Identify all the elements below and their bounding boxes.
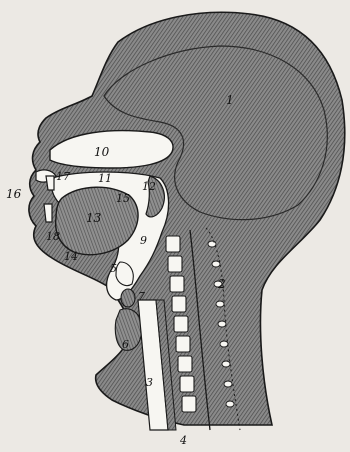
label-6: 6 [122,338,129,351]
label-16: 16 [6,187,22,201]
label-10: 10 [94,145,110,159]
label-3: 3 [146,376,153,389]
label-13: 13 [86,211,102,225]
hyoid [121,289,135,307]
label-7: 7 [138,290,145,303]
label-5: 5 [110,262,117,275]
label-9: 9 [140,234,147,247]
lower-teeth [44,204,52,222]
label-17: 17 [56,170,70,183]
label-1: 1 [226,93,234,107]
label-15: 15 [116,192,130,205]
label-4: 4 [179,434,187,447]
upper-teeth [46,176,54,190]
label-2: 2 [217,277,226,291]
label-12: 12 [142,180,156,193]
label-11: 11 [98,172,112,185]
label-18: 18 [46,230,60,243]
label-14: 14 [64,250,78,263]
